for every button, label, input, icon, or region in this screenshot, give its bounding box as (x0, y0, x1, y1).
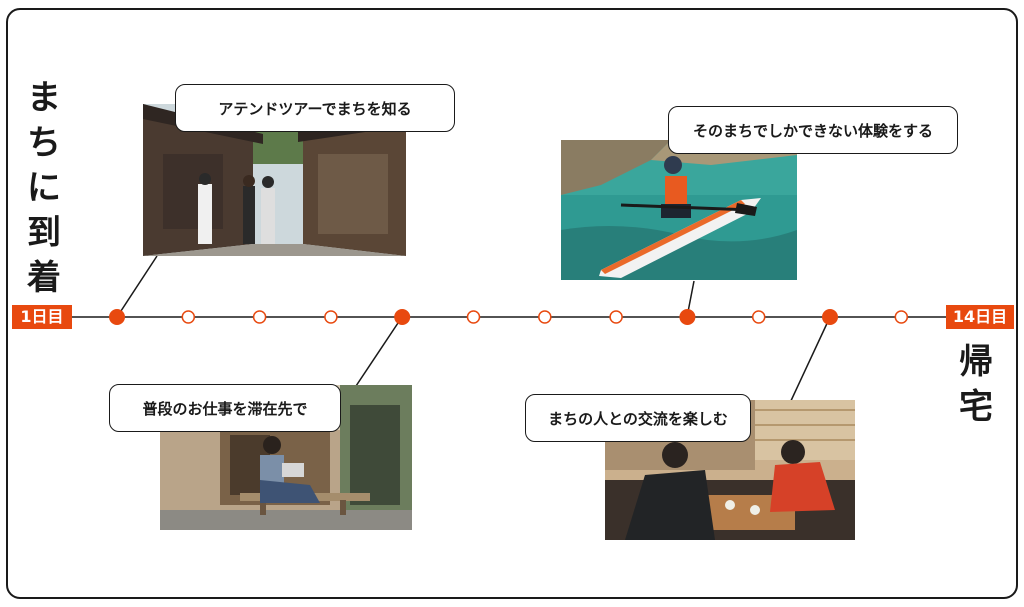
day-dot (181, 310, 196, 324)
return-vertical-text: 帰 宅 (954, 340, 998, 430)
day-dot-highlight (679, 309, 696, 325)
event-bubble-unique-experience: そのまちでしかできない体験をする (668, 106, 958, 154)
day-dot (538, 310, 552, 324)
arrival-char: ち (27, 123, 61, 163)
arrival-char: ま (27, 78, 61, 118)
day-dot (252, 310, 267, 324)
day-dot-highlight (109, 309, 125, 325)
end-day-label: 14日目 (946, 305, 1014, 329)
event-bubble-local-exchange: まちの人との交流を楽しむ (525, 394, 751, 442)
arrival-char: 到 (27, 213, 61, 253)
day-dot (751, 310, 766, 324)
local-people-chat-photo (605, 400, 855, 540)
connector-line (788, 316, 831, 406)
day-dot-highlight (394, 309, 411, 325)
connector-line (116, 255, 158, 318)
arrival-char: 着 (27, 258, 61, 298)
day-dot (324, 310, 338, 324)
day-dot (466, 310, 481, 324)
arrival-vertical-text: ま ち に 到 着 (22, 76, 66, 301)
connector-line (355, 316, 403, 387)
day-dot-highlight (822, 309, 838, 325)
event-bubble-attend-tour: アテンドツアーでまちを知る (175, 84, 455, 132)
return-char: 帰 (959, 342, 993, 382)
paddleboard-sea-photo (561, 140, 797, 280)
start-day-label: 1日目 (12, 305, 72, 329)
event-bubble-remote-work: 普段のお仕事を滞在先で (109, 384, 341, 432)
arrival-char: に (27, 168, 61, 208)
return-char: 宅 (959, 387, 993, 427)
day-dot (609, 310, 623, 324)
day-dot (894, 310, 909, 324)
